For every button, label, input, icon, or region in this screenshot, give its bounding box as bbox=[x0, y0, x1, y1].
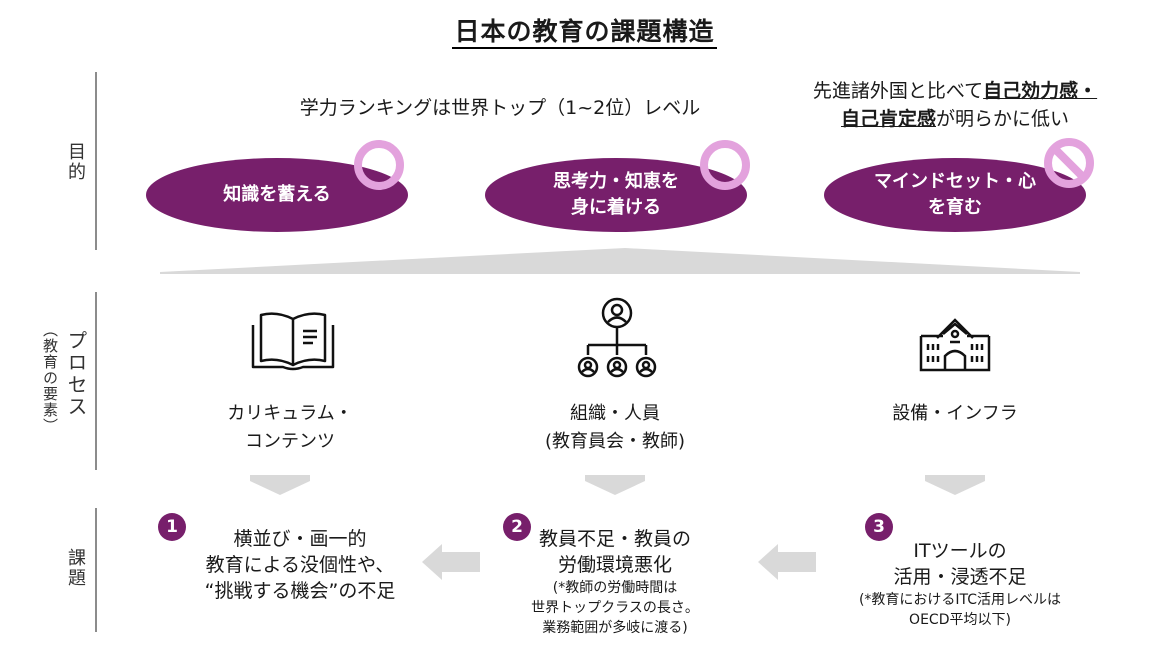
issue-number-badge: 2 bbox=[503, 513, 531, 541]
issue-text: 横並び・画一的 bbox=[233, 528, 367, 550]
goal-mindset: マインドセット・心を育む bbox=[824, 158, 1086, 232]
process-label: 設備・インフラ bbox=[892, 403, 1018, 424]
goal-label: 知識を蓄える bbox=[223, 184, 331, 205]
issue-number-badge: 1 bbox=[158, 513, 186, 541]
page-title: 日本の教育の課題構造 bbox=[0, 12, 1169, 49]
goal-row-label: 目的 bbox=[65, 142, 86, 182]
issue-it-adoption: ITツールの活用・浸透不足 (*教育におけるITC活用レベルは OECD平均以下) bbox=[835, 538, 1085, 630]
down-arrow-icon bbox=[585, 475, 645, 495]
process-label: 組織・人員 bbox=[570, 403, 660, 424]
goal-label: を育む bbox=[928, 197, 982, 218]
goal-label: マインドセット・心 bbox=[874, 171, 1036, 192]
process-row-sublabel: （教育の要素） bbox=[41, 322, 59, 434]
school-building-icon bbox=[919, 318, 991, 372]
issue-teacher-shortage: 教員不足・教員の労働環境悪化 (*教師の労働時間は世界トップクラスの長さ。業務範… bbox=[510, 526, 720, 638]
issue-text: 活用・浸透不足 bbox=[893, 566, 1027, 588]
issue-note: OECD平均以下) bbox=[909, 612, 1011, 628]
goal-label: 身に着ける bbox=[571, 197, 661, 218]
process-label: コンテンツ bbox=[245, 431, 335, 452]
issue-number-badge: 3 bbox=[865, 513, 893, 541]
self-efficacy-caption: 先進諸外国と比べて自己効力感・ 自己肯定感が明らかに低い bbox=[780, 77, 1130, 133]
left-arrow-icon bbox=[422, 544, 480, 580]
caption-emphasis: 自己効力感・ bbox=[983, 80, 1098, 102]
issue-text: 労働環境悪化 bbox=[557, 554, 672, 576]
process-curriculum: カリキュラム・コンテンツ bbox=[190, 400, 390, 456]
issue-text: ITツールの bbox=[913, 540, 1007, 562]
issue-text: 教員不足・教員の bbox=[538, 528, 691, 550]
issue-note: (*教師の労働時間は bbox=[552, 580, 678, 596]
circle-mark-icon bbox=[354, 140, 404, 190]
caption-emphasis: 自己肯定感 bbox=[840, 108, 936, 130]
issues-row-label: 課題 bbox=[65, 548, 86, 588]
issue-text: “挑戦する機会”の不足 bbox=[204, 580, 396, 602]
process-row-divider bbox=[95, 292, 97, 470]
process-label: カリキュラム・ bbox=[227, 403, 353, 424]
issue-text: 教育による没個性や、 bbox=[205, 554, 395, 576]
goal-label: 思考力・知恵を bbox=[553, 171, 679, 192]
issue-note: 業務範囲が多岐に渡る) bbox=[542, 620, 688, 636]
process-facilities: 設備・インフラ bbox=[850, 400, 1060, 428]
ranking-caption: 学力ランキングは世界トップ（1~2位）レベル bbox=[299, 97, 701, 119]
caption-text: 先進諸外国と比べて bbox=[812, 80, 984, 102]
down-arrow-icon bbox=[925, 475, 985, 495]
process-label: (教育員会・教師) bbox=[544, 431, 686, 452]
caption-text: が明らかに低い bbox=[936, 108, 1070, 130]
org-chart-icon bbox=[577, 297, 657, 378]
issues-row-divider bbox=[95, 508, 97, 632]
open-book-icon bbox=[251, 312, 335, 371]
issue-note: (*教育におけるITC活用レベルは bbox=[858, 592, 1062, 608]
process-row-label: プロセス bbox=[64, 330, 88, 418]
prohibited-mark-icon bbox=[1044, 138, 1094, 188]
upward-triangle-arrow bbox=[160, 248, 1080, 274]
issue-uniformity: 横並び・画一的教育による没個性や、 “挑戦する機会”の不足 bbox=[180, 526, 420, 604]
circle-mark-icon bbox=[700, 140, 750, 190]
left-arrow-icon bbox=[758, 544, 816, 580]
down-arrow-icon bbox=[250, 475, 310, 495]
process-organization: 組織・人員 (教育員会・教師) bbox=[510, 400, 720, 456]
page-title-text: 日本の教育の課題構造 bbox=[452, 17, 717, 49]
issue-note: 世界トップクラスの長さ。 bbox=[531, 600, 699, 616]
goal-row-divider bbox=[95, 72, 97, 250]
